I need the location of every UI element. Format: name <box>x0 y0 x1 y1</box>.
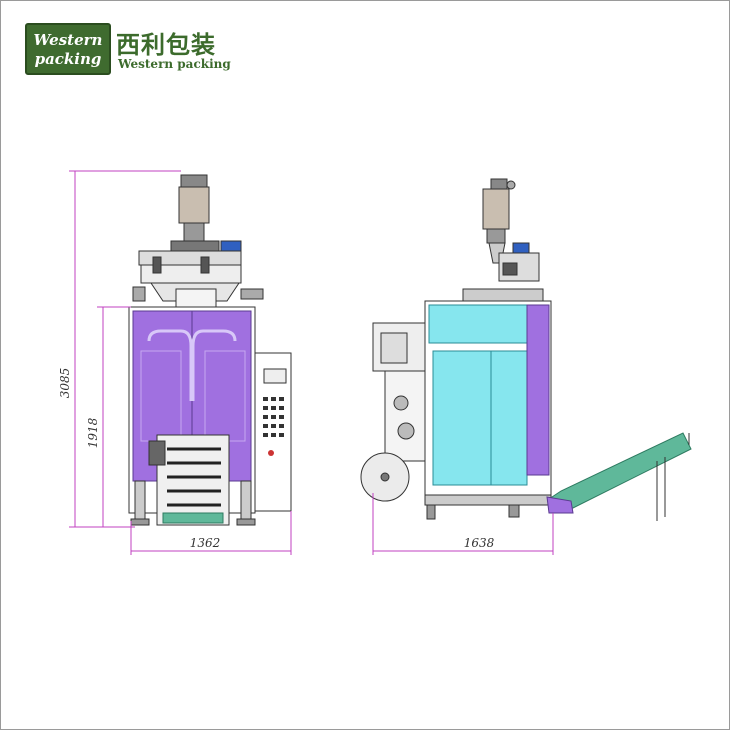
side-cabinet <box>432 350 528 486</box>
side-upper-panel <box>428 304 542 344</box>
keypad <box>263 397 284 456</box>
dim-front-width: 1362 <box>190 536 221 550</box>
front-leg-left <box>134 480 146 522</box>
side-feeder-body <box>482 188 510 230</box>
brand-chinese-name: 西利包装 <box>116 31 216 59</box>
dim-total-height: 3085 <box>58 368 72 399</box>
front-view <box>128 174 292 526</box>
brand-english-name: Western packing <box>118 57 231 71</box>
touch-screen <box>263 368 287 384</box>
brand-logo: Western packing <box>25 23 111 75</box>
feeder-cap <box>180 174 208 188</box>
side-view <box>360 178 692 521</box>
feeder-neck <box>183 222 205 242</box>
front-leg-right <box>240 480 252 522</box>
output-conveyor <box>547 432 692 510</box>
logo-line-1: Western <box>33 31 103 49</box>
dim-side-width: 1638 <box>464 536 495 550</box>
side-panel-purple <box>526 304 550 476</box>
dimension-lines <box>69 170 554 555</box>
logo-line-2: packing <box>34 50 102 68</box>
dim-frame-height: 1918 <box>86 417 100 448</box>
feeder-body <box>178 186 210 224</box>
